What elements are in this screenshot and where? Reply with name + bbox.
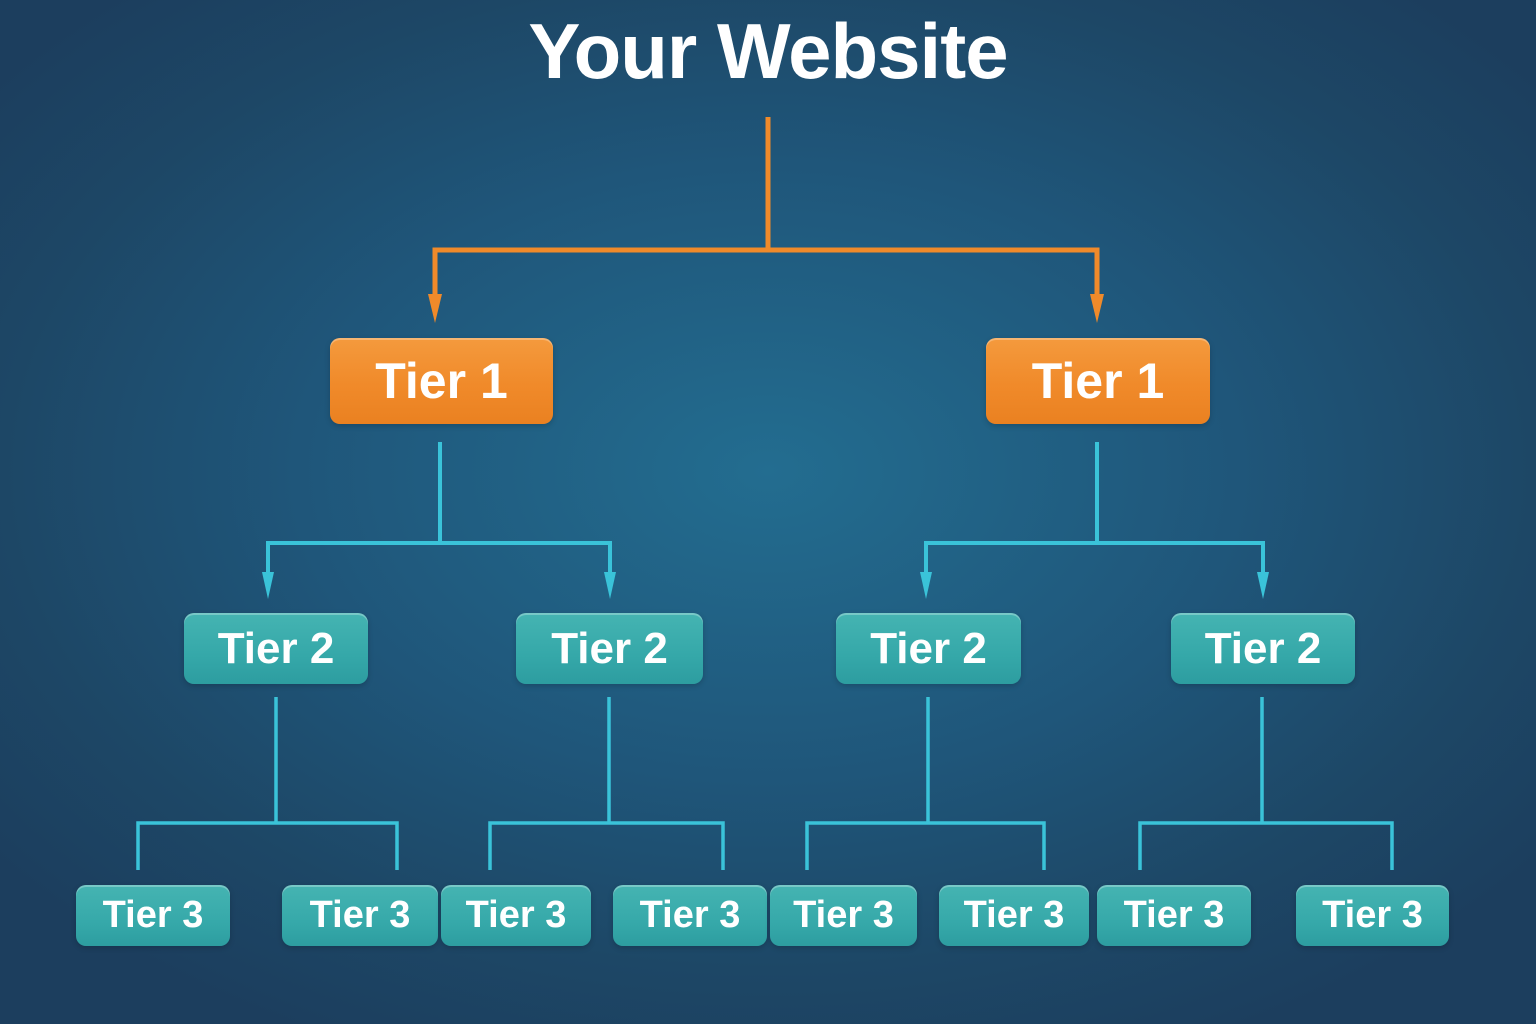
- tier3-box-5: Tier 3: [770, 885, 917, 946]
- arrowhead-down-icon: [604, 572, 616, 599]
- connector-tier2-3-to-tier3: [805, 697, 1046, 870]
- connector-bracket: [266, 541, 612, 574]
- tier1-box-right: Tier 1: [986, 338, 1210, 424]
- tier3-box-3: Tier 3: [441, 885, 591, 946]
- tier3-box-6: Tier 3: [939, 885, 1089, 946]
- arrowhead-down-icon: [920, 572, 932, 599]
- connector-tier1-right-to-tier2: [920, 442, 1269, 599]
- tier2-box-4: Tier 2: [1171, 613, 1355, 684]
- tier1-box-left: Tier 1: [330, 338, 553, 424]
- arrowhead-down-icon: [1090, 294, 1104, 323]
- tier3-box-2: Tier 3: [282, 885, 438, 946]
- tier3-box-7: Tier 3: [1097, 885, 1251, 946]
- connector-root-bracket: [432, 247, 1100, 296]
- connector-tier1-left-to-tier2: [262, 442, 616, 599]
- arrowhead-down-icon: [428, 294, 442, 323]
- connector-root-to-tier1: [428, 117, 1104, 323]
- diagram-title: Your Website: [528, 7, 1008, 95]
- connector-bracket: [924, 541, 1265, 574]
- tier2-box-1: Tier 2: [184, 613, 368, 684]
- tier3-box-1: Tier 3: [76, 885, 230, 946]
- tier2-box-2: Tier 2: [516, 613, 703, 684]
- arrowhead-down-icon: [1257, 572, 1269, 599]
- connector-tier2-2-to-tier3: [488, 697, 725, 870]
- connector-bracket: [136, 821, 399, 870]
- connector-bracket: [805, 821, 1046, 870]
- connector-tier2-1-to-tier3: [136, 697, 399, 870]
- connector-bracket: [1138, 821, 1394, 870]
- connector-bracket: [488, 821, 725, 870]
- tier2-box-3: Tier 2: [836, 613, 1021, 684]
- tier3-box-8: Tier 3: [1296, 885, 1449, 946]
- tier3-box-4: Tier 3: [613, 885, 767, 946]
- connector-tier2-4-to-tier3: [1138, 697, 1394, 870]
- arrowhead-down-icon: [262, 572, 274, 599]
